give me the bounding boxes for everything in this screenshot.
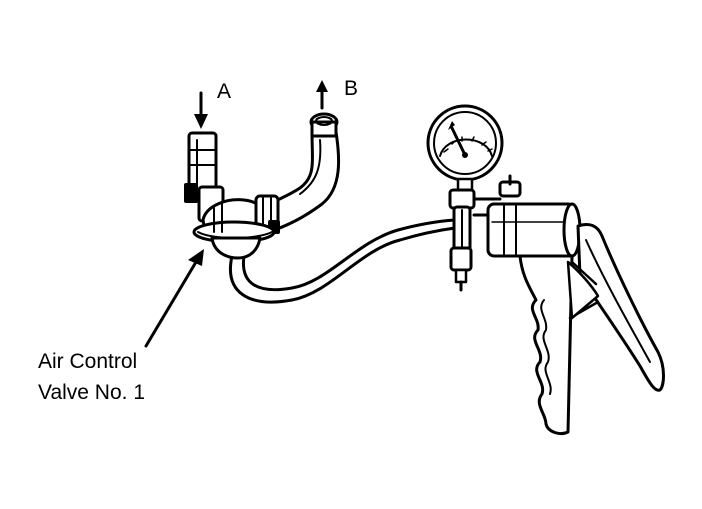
pump-cylinder <box>486 202 582 258</box>
port-a-label: A <box>217 80 231 103</box>
pump-handle <box>518 254 574 436</box>
port-b-label: B <box>344 77 358 100</box>
vacuum-hose <box>229 218 457 304</box>
pump-tee-fitting <box>448 174 522 292</box>
air-control-valve <box>192 194 280 260</box>
valve-leader-arrow <box>144 249 204 348</box>
pump-lever <box>566 222 665 392</box>
vacuum-gauge <box>426 104 504 193</box>
valve-label-line2: Valve No. 1 <box>38 381 145 404</box>
port-a-arrow <box>194 91 208 129</box>
valve-label-line1: Air Control <box>38 350 137 373</box>
pump-release-nipple <box>454 268 468 284</box>
port-b-arrow <box>316 80 328 110</box>
